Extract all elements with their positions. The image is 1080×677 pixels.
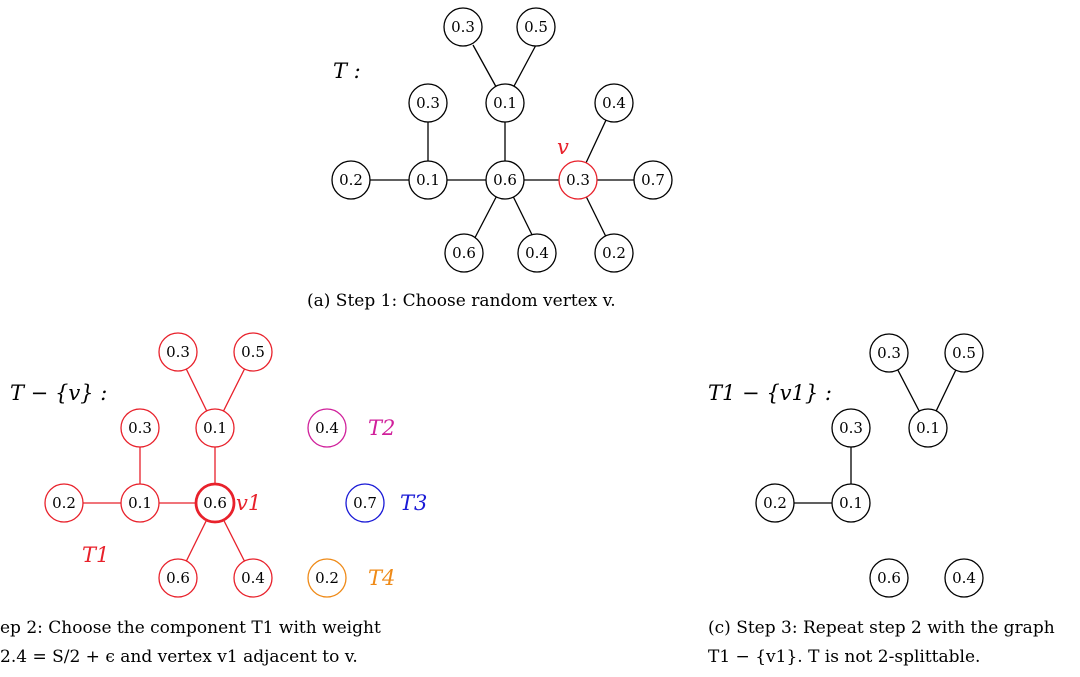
panel-c: 0.3 0.5 0.1 0.3 0.2 0.1 0.6 0.4 T1 − {v1… [708, 333, 1055, 667]
node-label: 0.2 [52, 494, 76, 512]
node-circle-t3 [345, 483, 385, 523]
node-label: 0.1 [128, 494, 152, 512]
node-circle [158, 332, 198, 372]
node-circle [869, 333, 909, 373]
node-label: 0.5 [952, 344, 976, 362]
node-label: 0.4 [952, 569, 976, 587]
node-circle [44, 483, 84, 523]
panel-c-caption-line2: T1 − {v1}. T is not 2-splittable. [708, 647, 980, 667]
node-label: 0.3 [839, 419, 863, 437]
node-label: 0.6 [877, 569, 901, 587]
node-label: 0.4 [525, 244, 549, 262]
panel-a-edges [351, 44, 653, 254]
vertex-v1-label: v1 [236, 491, 261, 515]
panel-a-node-labels: 0.3 0.5 0.3 0.1 0.4 0.2 0.1 0.6 0.3 0.7 … [339, 18, 665, 262]
node-circle [594, 233, 634, 273]
node-circle [158, 558, 198, 598]
node-label: 0.2 [602, 244, 626, 262]
node-label: 0.3 [451, 18, 475, 36]
node-label: 0.3 [877, 344, 901, 362]
node-circle [408, 160, 448, 200]
node-label: 0.2 [315, 569, 339, 587]
node-circle [485, 83, 525, 123]
node-label: 0.6 [166, 569, 190, 587]
node-circle [120, 483, 160, 523]
node-circle [831, 483, 871, 523]
panel-b-title: T − {v} : [10, 381, 107, 405]
node-circle [331, 160, 371, 200]
node-label: 0.2 [763, 494, 787, 512]
node-label: 0.4 [602, 94, 626, 112]
panel-b: 0.3 0.5 0.3 0.1 0.2 0.1 0.6 0.6 0.4 0.4 … [0, 332, 427, 667]
node-circle [594, 83, 634, 123]
panel-a-caption: (a) Step 1: Choose random vertex v. [307, 291, 616, 311]
node-label: 0.7 [641, 171, 665, 189]
node-label: 0.1 [839, 494, 863, 512]
vertex-v-label: v [557, 135, 569, 159]
node-circle [485, 160, 525, 200]
panel-a: 0.3 0.5 0.3 0.1 0.4 0.2 0.1 0.6 0.3 0.7 … [307, 7, 673, 311]
component-t2-label: T2 [368, 416, 395, 440]
node-label: 0.2 [339, 171, 363, 189]
node-label: 0.7 [353, 494, 377, 512]
node-label: 0.5 [524, 18, 548, 36]
panel-a-title: T : [333, 59, 361, 83]
node-circle [444, 233, 484, 273]
node-label: 0.6 [203, 494, 227, 512]
node-label: 0.3 [166, 343, 190, 361]
node-circle-v1 [194, 482, 236, 524]
panel-b-caption-line1: ep 2: Choose the component T1 with weigh… [0, 618, 381, 638]
panel-c-nodes [755, 333, 984, 598]
panel-c-title: T1 − {v1} : [708, 381, 832, 405]
node-label: 0.1 [916, 419, 940, 437]
node-circle-v [558, 160, 598, 200]
node-circle [443, 7, 483, 47]
node-label: 0.4 [315, 419, 339, 437]
node-circle [517, 233, 557, 273]
node-label: 0.1 [203, 419, 227, 437]
node-circle [408, 83, 448, 123]
node-circle [633, 160, 673, 200]
node-circle-t2 [307, 408, 347, 448]
panel-a-nodes [331, 7, 673, 273]
node-circle [516, 7, 556, 47]
node-label: 0.1 [493, 94, 517, 112]
node-label: 0.6 [452, 244, 476, 262]
node-label: 0.3 [416, 94, 440, 112]
node-circle-t4 [307, 558, 347, 598]
panel-c-node-labels: 0.3 0.5 0.1 0.3 0.2 0.1 0.6 0.4 [763, 344, 976, 587]
component-t4-label: T4 [368, 566, 395, 590]
node-label: 0.4 [241, 569, 265, 587]
node-label: 0.3 [566, 171, 590, 189]
component-t3-label: T3 [400, 491, 427, 515]
node-circle [869, 558, 909, 598]
node-circle [120, 408, 160, 448]
node-circle [755, 483, 795, 523]
panel-b-caption-line2: 2.4 = S/2 + ϵ and vertex v1 adjacent to … [0, 647, 358, 667]
node-circle [233, 558, 273, 598]
panel-b-node-labels: 0.3 0.5 0.3 0.1 0.2 0.1 0.6 0.6 0.4 0.4 … [52, 343, 377, 587]
node-label: 0.1 [416, 171, 440, 189]
panel-b-nodes [44, 332, 385, 598]
node-circle [195, 408, 235, 448]
panel-c-caption-line1: (c) Step 3: Repeat step 2 with the graph [708, 618, 1055, 638]
node-label: 0.5 [241, 343, 265, 361]
node-circle [944, 558, 984, 598]
node-circle [908, 408, 948, 448]
component-t1-label: T1 [82, 543, 109, 567]
node-circle [233, 332, 273, 372]
node-label: 0.6 [493, 171, 517, 189]
node-label: 0.3 [128, 419, 152, 437]
node-circle [944, 333, 984, 373]
node-circle [831, 408, 871, 448]
